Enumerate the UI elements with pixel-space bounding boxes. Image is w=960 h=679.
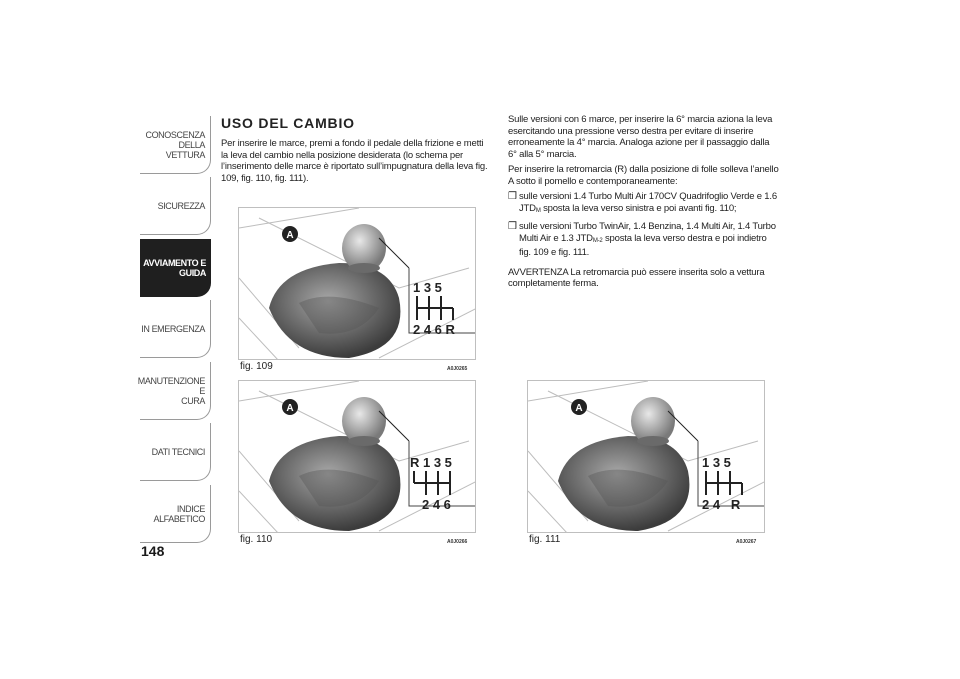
figure-gearshift-110: A R 1 3 5 2 4 6 xyxy=(238,380,476,533)
gear-lever-illustration: A 1 3 5 2 4 R xyxy=(528,381,764,532)
figure-caption: fig. 109 xyxy=(240,361,273,372)
ring-a-marker xyxy=(282,226,298,242)
gear-pattern-bottom: 2 4 6 xyxy=(422,497,451,512)
figure-caption: fig. 110 xyxy=(240,534,273,545)
figure-gearshift-109: A 1 3 5 2 4 6 R xyxy=(238,207,476,360)
list-item: ❒ sulle versioni Turbo TwinAir, 1.4 Benz… xyxy=(508,221,780,259)
gear-pattern-top: 1 3 5 xyxy=(702,455,731,470)
figure-gearshift-111: A 1 3 5 2 4 R xyxy=(527,380,765,533)
warning-paragraph: AVVERTENZA La retromarcia può essere ins… xyxy=(508,266,765,290)
tab-manutenzione-cura[interactable]: MANUTENZIONE E CURA xyxy=(138,362,211,420)
tab-sicurezza[interactable]: SICUREZZA xyxy=(140,177,211,235)
ring-a-label: A xyxy=(575,403,582,414)
checkbox-bullet-icon: ❒ xyxy=(508,191,517,202)
page-number: 148 xyxy=(141,543,165,559)
intro-paragraph: Per inserire le marce, premi a fondo il … xyxy=(221,138,488,184)
figure-code: A0J0267 xyxy=(736,539,757,545)
right-column-text: Sulle versioni con 6 marce, per inserire… xyxy=(508,114,780,294)
ring-a-marker xyxy=(282,399,298,415)
figure-code: A0J0266 xyxy=(447,539,468,545)
gear-pattern-bottom: 2 4 6 R xyxy=(413,322,456,337)
gear-lever-illustration: A R 1 3 5 2 4 6 xyxy=(239,381,475,532)
tab-indice-alfabetico[interactable]: INDICE ALFABETICO xyxy=(140,485,211,543)
checkbox-bullet-icon: ❒ xyxy=(508,221,517,232)
tab-in-emergenza[interactable]: IN EMERGENZA xyxy=(140,300,211,358)
gear-pattern-bottom: 2 4 R xyxy=(702,497,741,512)
tab-conoscenza-vettura[interactable]: CONOSCENZA DELLA VETTURA xyxy=(140,116,211,174)
section-title: USO DEL CAMBIO xyxy=(221,115,355,131)
ring-a-label: A xyxy=(286,403,293,414)
gear-lever-illustration: A 1 3 5 2 4 6 R xyxy=(239,208,475,359)
tab-avviamento-guida[interactable]: AVVIAMENTO E GUIDA xyxy=(140,239,211,297)
bullet-text: sulle versioni Turbo TwinAir, 1.4 Benzin… xyxy=(519,221,776,258)
tab-dati-tecnici[interactable]: DATI TECNICI xyxy=(140,423,211,481)
paragraph-sixth-gear: Sulle versioni con 6 marce, per inserire… xyxy=(508,114,773,160)
figure-caption: fig. 111 xyxy=(529,534,561,545)
gear-pattern-top: 1 3 5 xyxy=(413,280,442,295)
figure-code: A0J0265 xyxy=(447,366,468,372)
ring-a-marker xyxy=(571,399,587,415)
bullet-text: sulle versioni 1.4 Turbo Multi Air 170CV… xyxy=(519,191,777,214)
ring-a-label: A xyxy=(286,230,293,241)
list-item: ❒ sulle versioni 1.4 Turbo Multi Air 170… xyxy=(508,191,780,217)
gear-pattern-top: R 1 3 5 xyxy=(410,455,452,470)
paragraph-reverse: Per inserire la retromarcia (R) dalla po… xyxy=(508,164,779,187)
